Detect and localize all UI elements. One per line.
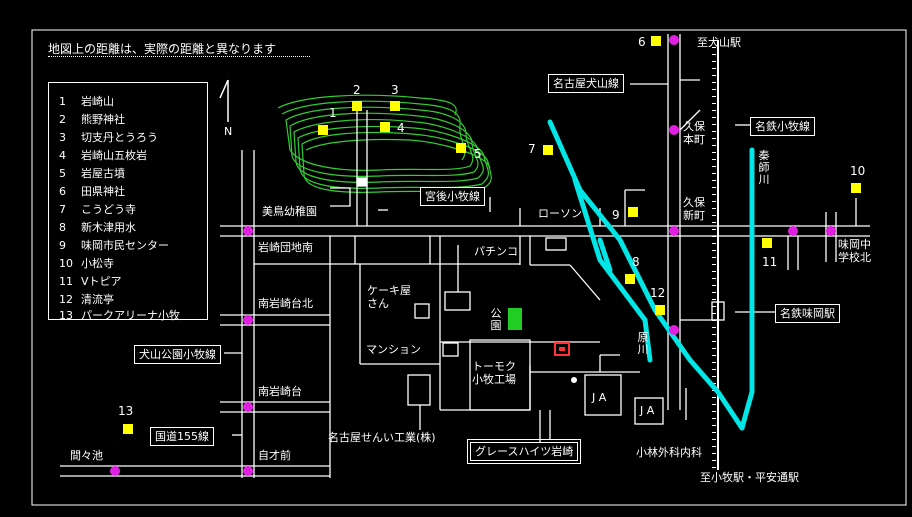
label-kokudo-155: 国道155線 (150, 427, 214, 446)
label-inuyama-koen-komaki-line: 犬山公園小牧線 (134, 345, 221, 364)
notice-underline (48, 56, 310, 57)
label-tomoku: トーモク 小牧工場 (472, 360, 516, 386)
marker-9[interactable] (628, 207, 638, 217)
roads (60, 34, 870, 478)
label-kubo-honmachi: 久保 本町 (683, 120, 705, 146)
label-to-komaki: 至小牧駅・平安通駅 (700, 471, 799, 484)
label-park: 公 園 (490, 307, 502, 332)
label-to-inuyama: 至犬山駅 (697, 36, 741, 49)
marker-6-label: 6 (638, 35, 646, 49)
marker-10-label: 10 (850, 164, 866, 178)
marker-12-label: 12 (650, 286, 666, 300)
marker-7[interactable] (543, 145, 553, 155)
park-area (508, 308, 522, 330)
label-ajioka-school: 味岡中 学校北 (838, 238, 871, 264)
marker-4[interactable] (380, 122, 390, 132)
marker-13[interactable] (123, 424, 133, 434)
label-kubo-shinmachi: 久保 新町 (683, 196, 705, 222)
label-jisaimae: 自才前 (258, 449, 291, 462)
label-biyo-kindergarten: 美鳥幼稚園 (262, 205, 317, 218)
marker-10[interactable] (851, 183, 861, 193)
marker-12[interactable] (655, 305, 665, 315)
marker-1-label: 1 (329, 106, 337, 120)
label-harakawa: 原川 (637, 331, 649, 356)
label-cake-shop: ケーキ屋 さん (367, 284, 411, 310)
marker-5[interactable] (456, 143, 466, 153)
marker-8-label: 8 (632, 255, 640, 269)
intersections (110, 35, 836, 476)
marker-3-label: 3 (391, 83, 399, 97)
marker-13-label: 13 (118, 404, 134, 418)
marker-3[interactable] (390, 101, 400, 111)
marker-11-label: 11 (762, 255, 778, 269)
home-marker (554, 342, 570, 356)
label-ja-2: J A (640, 404, 655, 417)
label-nagoya-senni: 名古屋せんい工業(株) (328, 431, 436, 444)
map-notice: 地図上の距離は、実際の距離と異なります (48, 42, 277, 56)
label-grace-heights: グレースハイツ岩崎 (466, 439, 582, 464)
label-nagoya-inuyama-line: 名古屋犬山線 (548, 74, 624, 93)
railway (711, 40, 725, 470)
marker-8[interactable] (625, 274, 635, 284)
marker-5-label: 5 (474, 147, 482, 161)
marker-1[interactable] (318, 125, 328, 135)
label-minami-iwasaki-kita: 南岩崎台北 (258, 297, 313, 310)
label-miyago-komaki-line: 宮後小牧線 (420, 187, 485, 206)
compass-label: N (224, 125, 233, 138)
marker-4-label: 4 (397, 121, 405, 135)
label-meitetsu-komaki-line: 名鉄小牧線 (750, 117, 815, 136)
marker-6[interactable] (651, 36, 661, 46)
marker-9-label: 9 (612, 208, 620, 222)
label-minami-iwasaki: 南岩崎台 (258, 385, 302, 398)
marker-2-label: 2 (353, 83, 361, 97)
mountain-contours (277, 94, 492, 193)
label-hatashi-river: 秦師川 (758, 149, 770, 186)
label-iwasaki-danchi: 岩崎団地南 (258, 241, 313, 254)
label-meitetsu-ajioka-station: 名鉄味岡駅 (775, 304, 840, 323)
label-pachinko: パチンコ (474, 245, 518, 258)
label-mansion: マンション (366, 343, 421, 356)
label-kobayashi-clinic: 小林外科内科 (636, 446, 702, 459)
marker-2[interactable] (352, 101, 362, 111)
rivers (547, 119, 755, 431)
label-mamaike: 間々池 (70, 449, 103, 462)
label-lawson: ローソン (538, 207, 582, 220)
marker-11[interactable] (762, 238, 772, 248)
label-ja-1: J A (592, 391, 607, 404)
map-frame (31, 29, 907, 506)
marker-7-label: 7 (528, 142, 536, 156)
